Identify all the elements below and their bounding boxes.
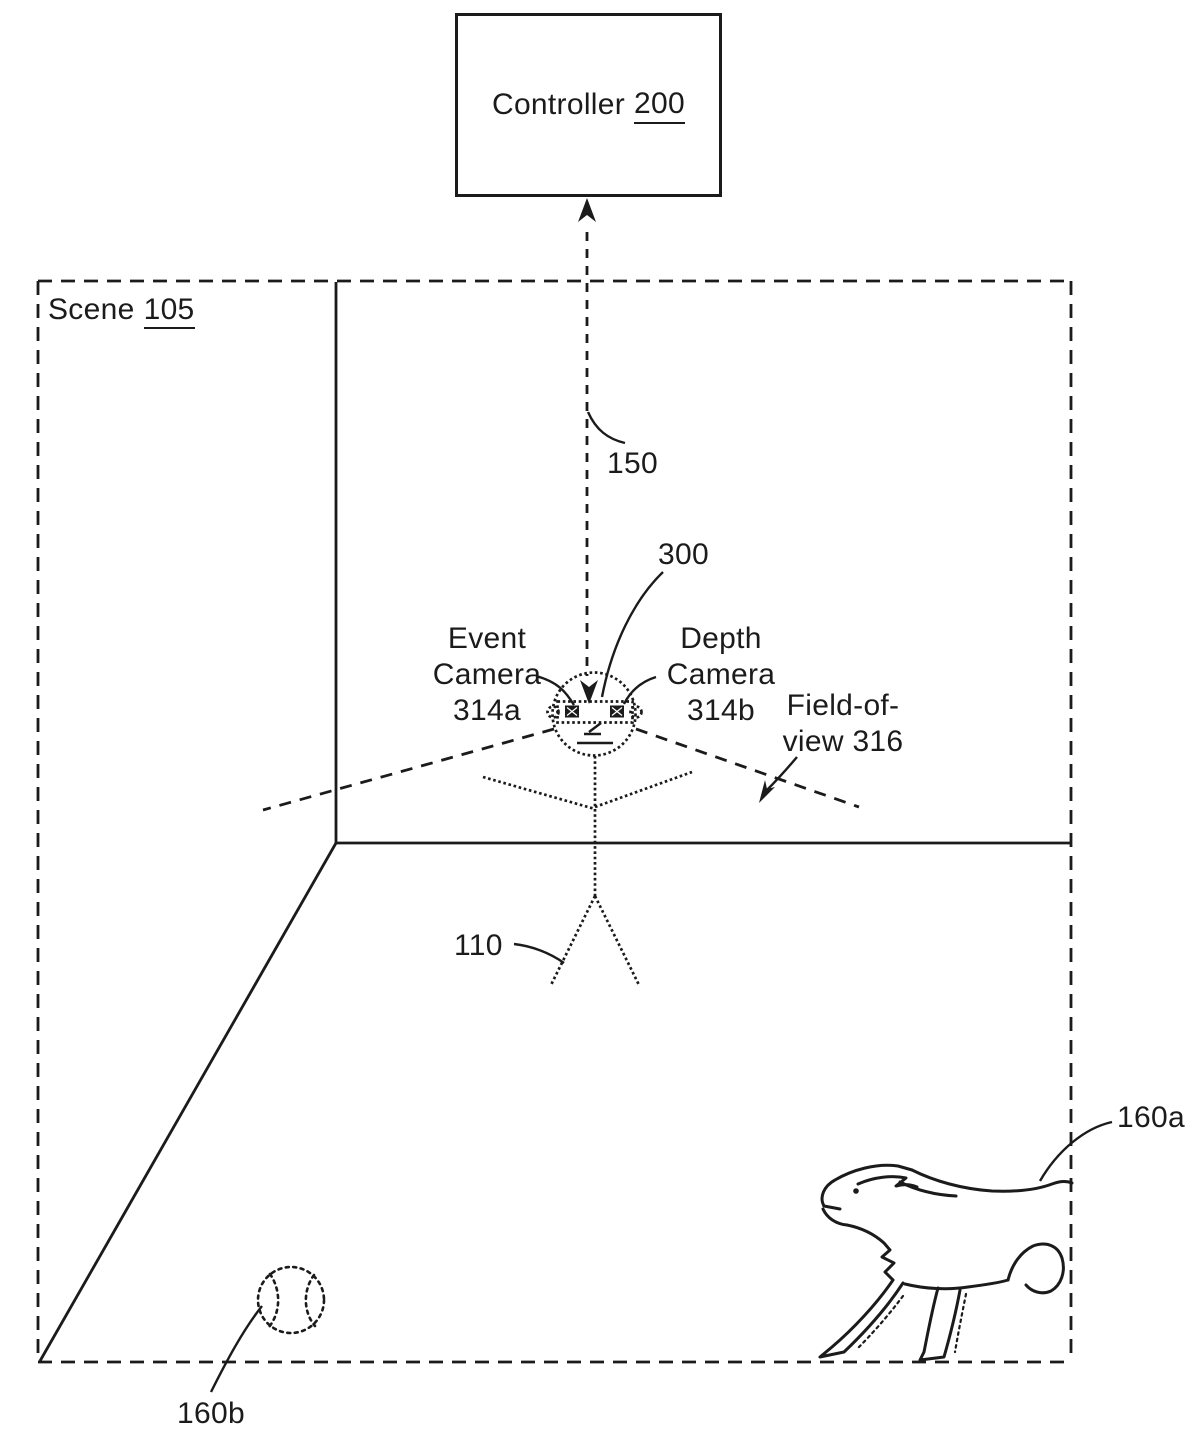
leader-150 bbox=[586, 411, 626, 445]
person-leg-left bbox=[549, 895, 597, 986]
field-of-view-label: Field-of- view 316 bbox=[782, 689, 904, 758]
label-150: 150 bbox=[607, 447, 658, 480]
controller-connector bbox=[578, 198, 598, 704]
leader-160a bbox=[1038, 1120, 1113, 1182]
person-arm-left bbox=[482, 775, 596, 811]
person-figure bbox=[482, 671, 693, 986]
fov-arrowhead bbox=[759, 780, 775, 803]
dog-eye bbox=[853, 1188, 859, 1194]
person-nose bbox=[584, 722, 602, 736]
dog-figure bbox=[818, 1163, 1074, 1362]
person-head bbox=[551, 671, 637, 757]
tennis-ball-figure bbox=[256, 1265, 326, 1335]
room-corner-lines bbox=[38, 282, 1071, 1362]
leader-300 bbox=[600, 571, 664, 698]
field-of-view-lines bbox=[262, 727, 860, 812]
arrowhead-down bbox=[580, 680, 598, 704]
scene-boundary bbox=[36, 279, 1073, 1364]
leader-110 bbox=[513, 942, 565, 964]
fov-pointer-curve bbox=[765, 756, 798, 792]
label-300: 300 bbox=[658, 538, 709, 571]
person-leg-right bbox=[593, 895, 641, 986]
leader-lines bbox=[209, 411, 1113, 1393]
scene-number: 105 bbox=[143, 293, 195, 329]
person-arm-right bbox=[594, 770, 693, 809]
leader-160b bbox=[209, 1305, 263, 1393]
event-camera-label: Event Camera 314a bbox=[432, 622, 542, 727]
controller-number: 200 bbox=[634, 87, 686, 124]
leader-event-camera bbox=[535, 674, 576, 706]
hmd-device bbox=[556, 700, 634, 724]
person-ear-right bbox=[629, 705, 643, 719]
controller-label: Controller bbox=[491, 88, 626, 121]
depth-camera-label: Depth Camera 314b bbox=[666, 622, 776, 727]
arrowhead-up bbox=[578, 198, 596, 222]
label-110: 110 bbox=[454, 929, 503, 962]
leader-depth-camera bbox=[622, 675, 657, 705]
label-160b: 160b bbox=[177, 1397, 245, 1430]
label-160a: 160a bbox=[1117, 1101, 1185, 1134]
